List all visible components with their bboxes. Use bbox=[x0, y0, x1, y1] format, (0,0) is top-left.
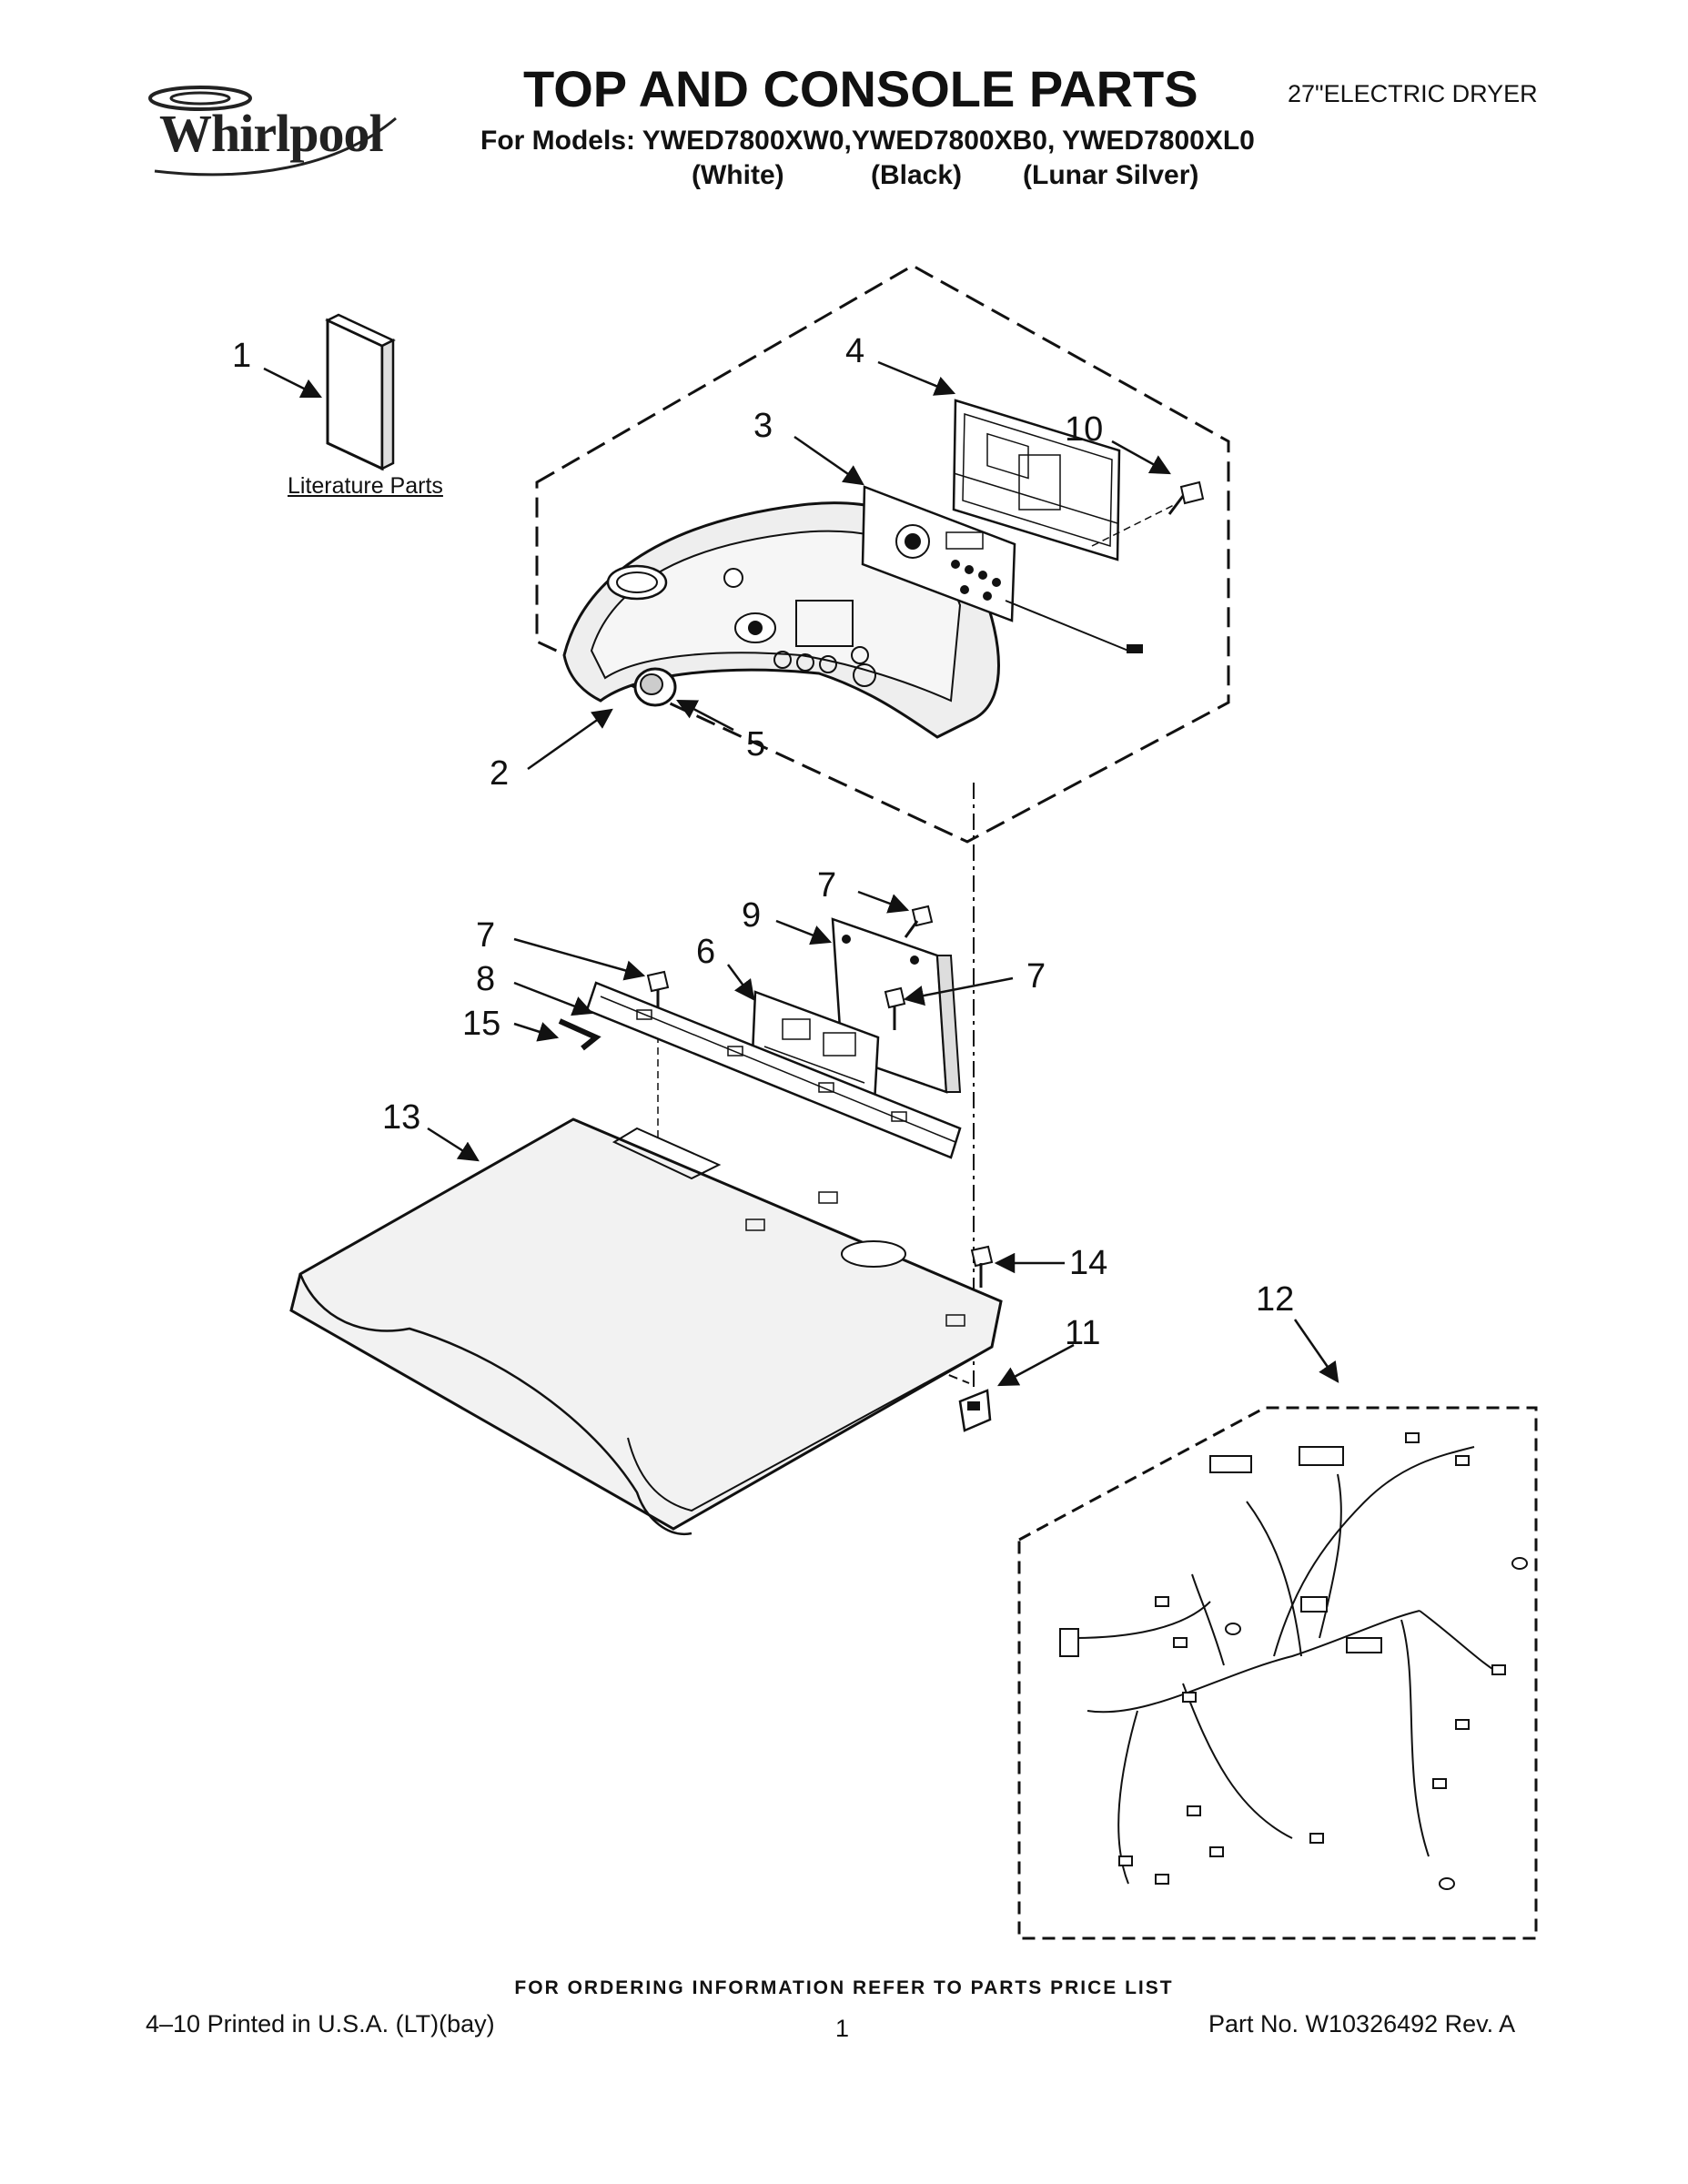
screw-icon bbox=[970, 1245, 994, 1288]
leader-5 bbox=[676, 699, 734, 732]
screw-icon bbox=[1091, 480, 1205, 547]
screw-icon bbox=[646, 970, 670, 1142]
leader-7b bbox=[903, 976, 1014, 1006]
leader-4 bbox=[877, 360, 956, 396]
models-line: For Models: YWED7800XW0,YWED7800XB0, YWE… bbox=[480, 126, 1255, 156]
hex-key-icon bbox=[558, 1018, 601, 1051]
variant-lunar-silver: (Lunar Silver) bbox=[1023, 160, 1199, 190]
wire-harness-connectors bbox=[1059, 1432, 1528, 1890]
leader-7a bbox=[857, 890, 910, 914]
callout-13: 13 bbox=[382, 1098, 420, 1137]
console-group-outline bbox=[535, 264, 1230, 844]
leader-12 bbox=[1293, 1319, 1339, 1383]
hinge-clip-icon bbox=[958, 1389, 992, 1432]
leader-11 bbox=[997, 1343, 1075, 1387]
leader-2 bbox=[527, 708, 613, 771]
callout-1: 1 bbox=[232, 337, 251, 375]
callout-11: 11 bbox=[1065, 1314, 1100, 1352]
callout-12: 12 bbox=[1256, 1280, 1294, 1319]
ordering-info: FOR ORDERING INFORMATION REFER TO PARTS … bbox=[514, 1977, 1174, 1998]
control-board-icon bbox=[952, 399, 1121, 561]
knob-icon bbox=[633, 667, 677, 707]
leader-8 bbox=[513, 981, 594, 1016]
leader-13 bbox=[427, 1127, 480, 1162]
user-interface-board-icon bbox=[861, 485, 1143, 653]
callout-7c: 7 bbox=[476, 916, 495, 955]
whirlpool-logo-icon bbox=[136, 82, 409, 182]
callout-14: 14 bbox=[1069, 1244, 1107, 1282]
callout-3: 3 bbox=[753, 407, 773, 445]
callout-2: 2 bbox=[490, 754, 509, 793]
callout-4: 4 bbox=[845, 332, 864, 370]
brand-logo-text: Whirlpool bbox=[159, 104, 384, 163]
variant-white: (White) bbox=[692, 160, 784, 190]
callout-6: 6 bbox=[696, 933, 715, 971]
wire-harness-group-outline bbox=[1017, 1406, 1538, 1940]
page-number: 1 bbox=[835, 2015, 850, 2042]
literature-book-icon bbox=[325, 313, 396, 471]
literature-parts-label: Literature Parts bbox=[288, 473, 443, 499]
callout-7b: 7 bbox=[1026, 957, 1046, 996]
callout-9: 9 bbox=[742, 896, 761, 935]
leader-15 bbox=[513, 1022, 560, 1042]
leader-6 bbox=[726, 964, 755, 1001]
product-type: 27"ELECTRIC DRYER bbox=[1288, 80, 1538, 107]
part-number: Part No. W10326492 Rev. A bbox=[1208, 2010, 1516, 2037]
leader-3 bbox=[793, 435, 864, 486]
leader-7c bbox=[513, 937, 646, 981]
top-panel-icon bbox=[289, 1117, 1003, 1536]
wire-harness-icon bbox=[1073, 1446, 1502, 1885]
callout-8: 8 bbox=[476, 960, 495, 998]
leader-1 bbox=[263, 367, 323, 399]
callout-5: 5 bbox=[746, 725, 765, 763]
leader-9 bbox=[775, 919, 833, 945]
page-title: TOP AND CONSOLE PARTS bbox=[523, 60, 1198, 117]
leader-10 bbox=[1111, 440, 1171, 475]
callout-10: 10 bbox=[1065, 410, 1103, 449]
screw-icon bbox=[904, 905, 934, 938]
callout-15: 15 bbox=[462, 1005, 500, 1043]
variant-black: (Black) bbox=[871, 160, 963, 190]
callout-7a: 7 bbox=[817, 866, 836, 905]
print-info: 4–10 Printed in U.S.A. (LT)(bay) bbox=[146, 2010, 495, 2037]
